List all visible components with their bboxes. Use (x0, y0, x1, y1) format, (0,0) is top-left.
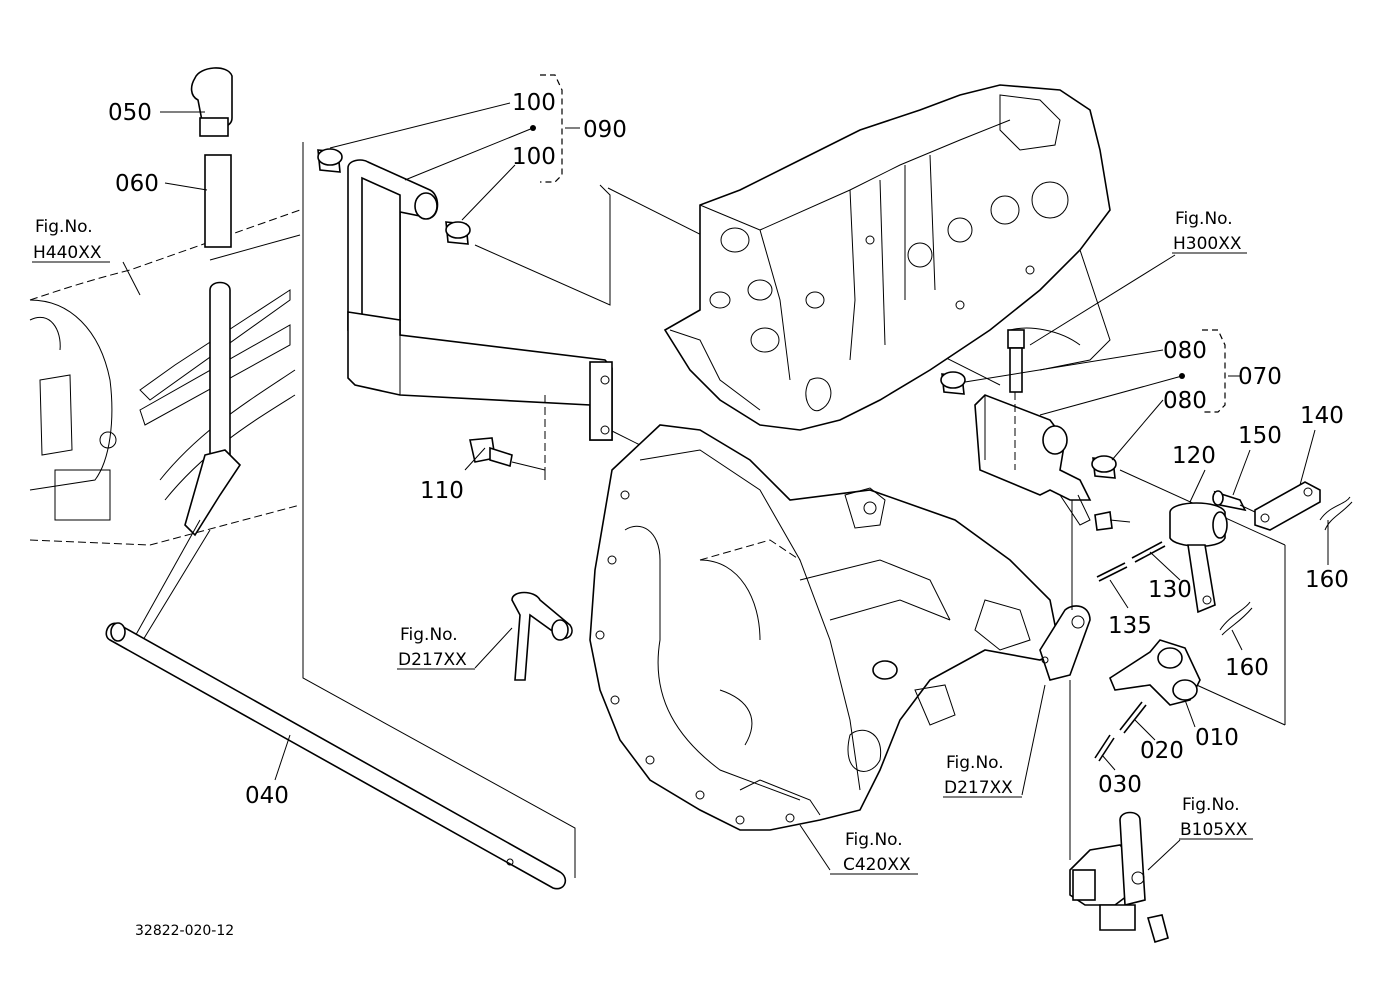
fig-ref-h300-code: H300XX (1173, 234, 1242, 254)
shaft-part-040 (105, 622, 567, 890)
callout-080-bottom: 080 (1163, 388, 1207, 414)
callout-120: 120 (1172, 443, 1216, 469)
spring-pin-part-030 (1094, 734, 1115, 762)
callout-160-lower: 160 (1225, 655, 1269, 681)
callout-020: 020 (1140, 738, 1184, 764)
callout-060: 060 (115, 171, 159, 197)
fig-ref-b105-code: B105XX (1180, 820, 1248, 840)
callout-135: 135 (1108, 613, 1152, 639)
callout-130: 130 (1148, 577, 1192, 603)
callout-leaders (122, 74, 1329, 871)
callout-030: 030 (1098, 772, 1142, 798)
spring-pin-part-020 (1119, 701, 1147, 734)
fig-ref-h300-prefix: Fig.No. (1175, 209, 1233, 229)
fig-ref-h440-prefix: Fig.No. (35, 217, 93, 237)
callout-labels: 050 060 100 100 090 110 080 080 070 120 … (108, 90, 1349, 809)
bushing-part-080 (940, 371, 1117, 479)
fig-ref-c420-prefix: Fig.No. (845, 830, 903, 850)
fig-ref-d217-left-prefix: Fig.No. (400, 625, 458, 645)
spring-pin-part-135 (1096, 562, 1128, 582)
fig-ref-d217-left[interactable]: Fig.No. D217XX (397, 625, 475, 670)
callout-150: 150 (1238, 423, 1282, 449)
callout-100-bottom: 100 (512, 144, 556, 170)
figure-references: Fig.No. H440XX Fig.No. H300XX Fig.No. D2… (32, 209, 1253, 875)
callout-110: 110 (420, 478, 464, 504)
fig-ref-d217-left-code: D217XX (398, 650, 467, 670)
pin-part-150 (1212, 490, 1256, 513)
switch-assembly-b105 (1069, 811, 1169, 944)
hydraulic-block (663, 84, 1111, 431)
fig-ref-b105[interactable]: Fig.No. B105XX (1179, 795, 1253, 840)
fig-ref-c420[interactable]: Fig.No. C420XX (830, 830, 918, 875)
arm-d217-left (511, 591, 573, 681)
cotter-pin-part-160 (1219, 496, 1353, 636)
callout-080-top: 080 (1163, 338, 1207, 364)
arm-d217-right (1039, 500, 1091, 860)
callout-090: 090 (583, 117, 627, 143)
fig-ref-h440[interactable]: Fig.No. H440XX (32, 217, 110, 263)
fig-ref-d217-right[interactable]: Fig.No. D217XX (943, 753, 1022, 798)
fig-ref-d217-right-code: D217XX (944, 778, 1013, 798)
callout-160-right: 160 (1305, 567, 1349, 593)
bushing-part-100 (317, 148, 471, 245)
bracket-part-070 (974, 392, 1131, 531)
callout-050: 050 (108, 100, 152, 126)
lever-part-010 (1109, 639, 1201, 706)
lever-part-120 (1169, 502, 1228, 614)
plate-part-140 (1254, 481, 1321, 531)
callout-040: 040 (245, 783, 289, 809)
callout-070: 070 (1238, 364, 1282, 390)
bolt-part-110 (469, 437, 546, 480)
lever-arm-part-090 (347, 159, 613, 480)
fig-ref-h440-code: H440XX (33, 243, 102, 263)
spring-pin-part-130 (1131, 541, 1166, 563)
bolt-vertical (1007, 329, 1025, 393)
fig-ref-d217-right-prefix: Fig.No. (946, 753, 1004, 773)
fig-ref-h300[interactable]: Fig.No. H300XX (1172, 209, 1247, 254)
callout-100-top: 100 (512, 90, 556, 116)
diagram-id: 32822-020-12 (135, 923, 234, 939)
shift-lever-assembly (132, 67, 242, 641)
fig-ref-b105-prefix: Fig.No. (1182, 795, 1240, 815)
fig-ref-c420-code: C420XX (843, 855, 911, 875)
callout-010: 010 (1195, 725, 1239, 751)
transmission-case (589, 424, 1061, 831)
callout-140: 140 (1300, 403, 1344, 429)
